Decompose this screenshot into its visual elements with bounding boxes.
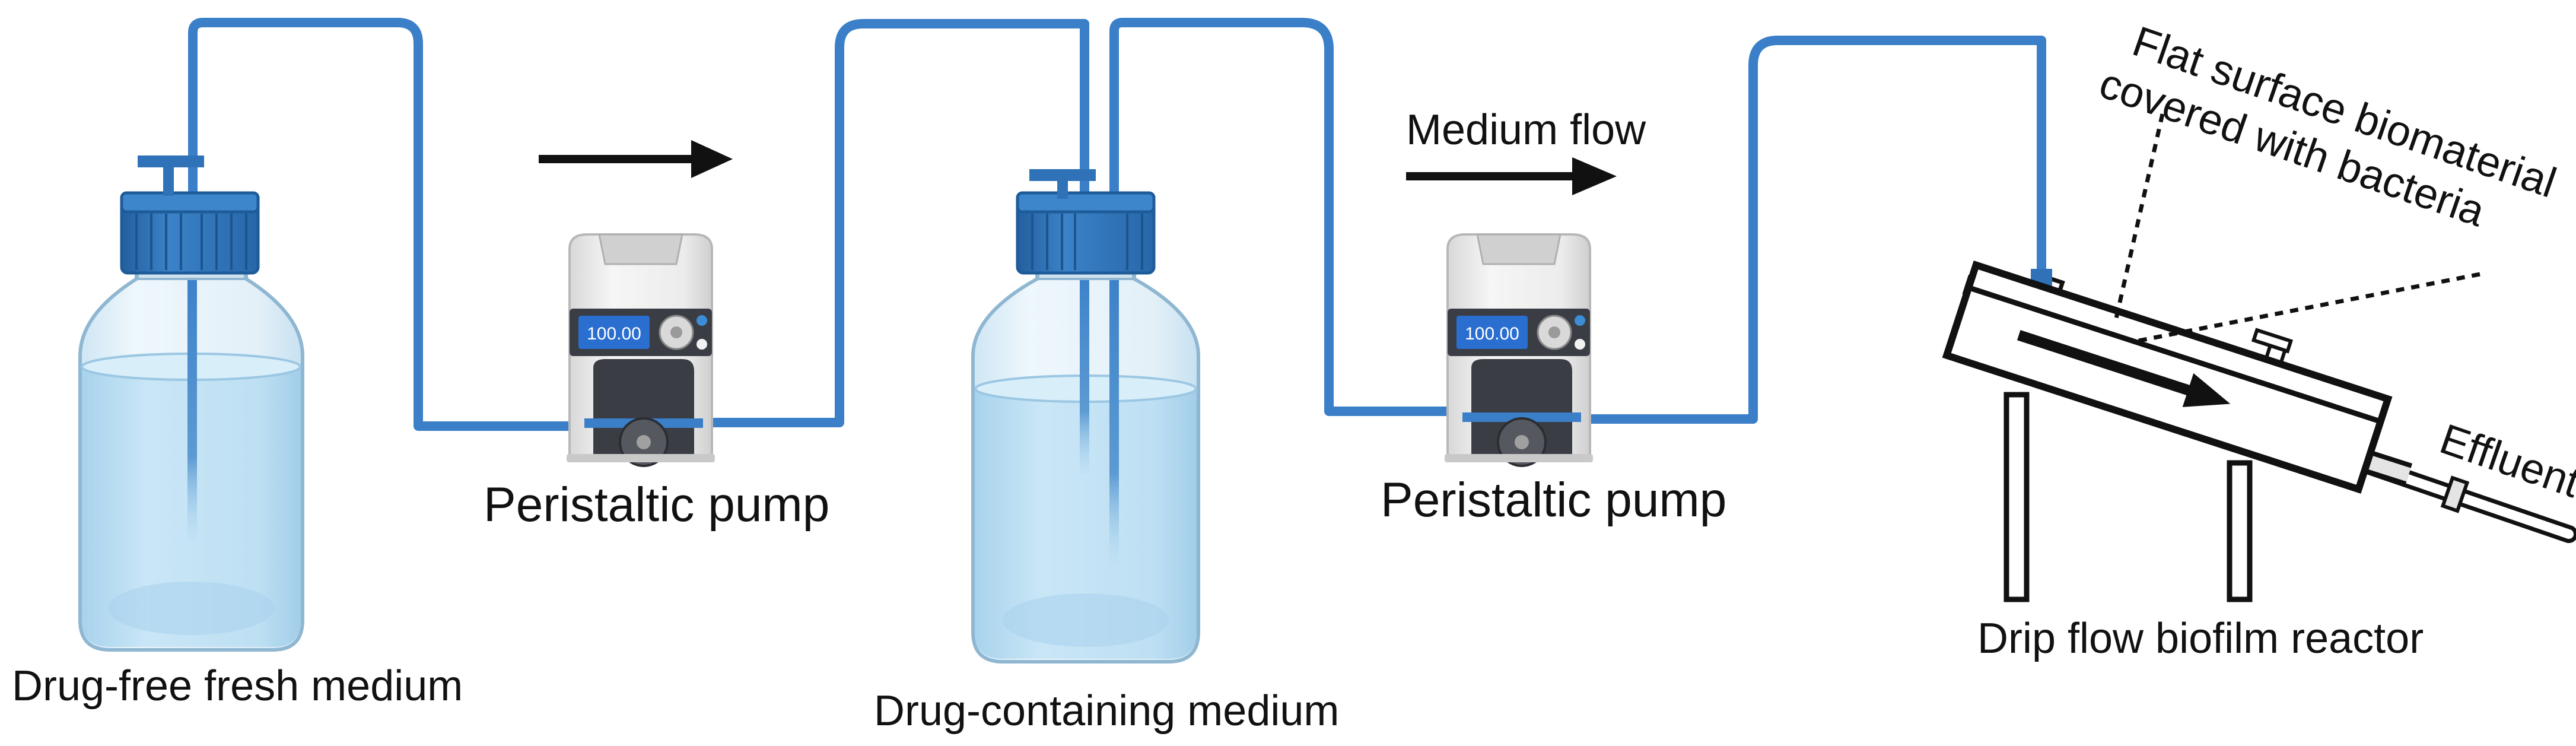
tubing <box>188 18 2046 431</box>
pump2-base <box>1445 454 1593 462</box>
bottle1-port-stem <box>163 163 174 196</box>
bottle2-liquid <box>975 389 1197 659</box>
callout-line-1 <box>2113 113 2165 324</box>
bottle2-dip-tube-out <box>1109 261 1119 564</box>
pump1-display-value: 100.00 <box>587 324 641 344</box>
pump1-run-button <box>697 315 707 326</box>
pump1-rotor-hub <box>637 435 651 449</box>
drip-flow-biofilm-reactor <box>1942 261 2576 602</box>
tube-pump2-to-reactor <box>1582 36 2046 424</box>
bottle2-dip-tube-in <box>1080 261 1089 475</box>
bottle-drug-free <box>78 155 304 652</box>
callout-line-2 <box>2135 272 2480 344</box>
reactor-port-middle-top <box>2251 328 2294 354</box>
bottle2-cap-top <box>1016 191 1156 214</box>
bottle1-base-shadow <box>108 582 274 635</box>
peristaltic-pump-1: 100.00 <box>567 233 715 467</box>
pump1-head <box>593 359 694 457</box>
pump2-run-button <box>1575 315 1585 326</box>
peristaltic-pump-2: 100.00 <box>1445 233 1593 467</box>
pump2-head <box>1471 359 1572 457</box>
reactor-body <box>1942 261 2393 494</box>
pump2-stop-button <box>1575 339 1585 350</box>
reactor-lid-line <box>1970 285 2379 423</box>
label-pump2: Peristaltic pump <box>1381 473 1726 527</box>
tube-pump1-to-bottle2 <box>698 19 1089 427</box>
pump2-display-value: 100.00 <box>1465 324 1519 344</box>
pump2-top <box>1476 233 1561 265</box>
label-bottle2: Drug-containing medium <box>874 687 1339 735</box>
callout-lines <box>2113 113 2480 344</box>
pump1-stop-button <box>697 339 707 350</box>
tube-bottle1-to-pump1 <box>188 18 586 431</box>
bottle1-cap-ribs <box>135 214 247 270</box>
reactor-flow-arrow-shaft <box>2017 330 2196 398</box>
flow-arrow-2 <box>1406 157 1617 195</box>
bottle2-base-shadow <box>1003 593 1169 647</box>
bottle2-cap-ribs <box>1031 214 1143 270</box>
pump1-base <box>567 454 715 462</box>
bottle2-port-stem <box>1057 175 1068 199</box>
reactor-flow-arrow-head <box>2182 373 2231 407</box>
effluent-clamp <box>2440 475 2470 513</box>
bottle1-port <box>138 155 204 167</box>
pump1-keypad-center <box>670 326 682 338</box>
pump2-rotor-hub <box>1515 435 1529 449</box>
flow-arrow-1 <box>539 140 733 178</box>
reactor-leg-left <box>2003 392 2030 602</box>
label-bottle1: Drug-free fresh medium <box>12 662 463 710</box>
bottle1-cap-top <box>120 191 260 214</box>
label-pump1: Peristaltic pump <box>484 478 829 532</box>
pump2-screen <box>1456 316 1528 349</box>
label-reactor: Drip flow biofilm reactor <box>1977 615 2424 662</box>
bottle1-dip-tube <box>187 261 197 540</box>
pump2-keypad-center <box>1548 326 1560 338</box>
reactor-leg-right <box>2227 460 2253 602</box>
label-surface-callout: Flat surface biomaterial covered with ba… <box>2094 17 2562 236</box>
label-medium-flow: Medium flow <box>1406 106 1646 154</box>
pump1-screen <box>578 316 650 349</box>
pump1-top <box>598 233 683 265</box>
bottle-drug-containing <box>971 169 1200 664</box>
tube-bottle2-to-pump2 <box>1109 18 1464 416</box>
